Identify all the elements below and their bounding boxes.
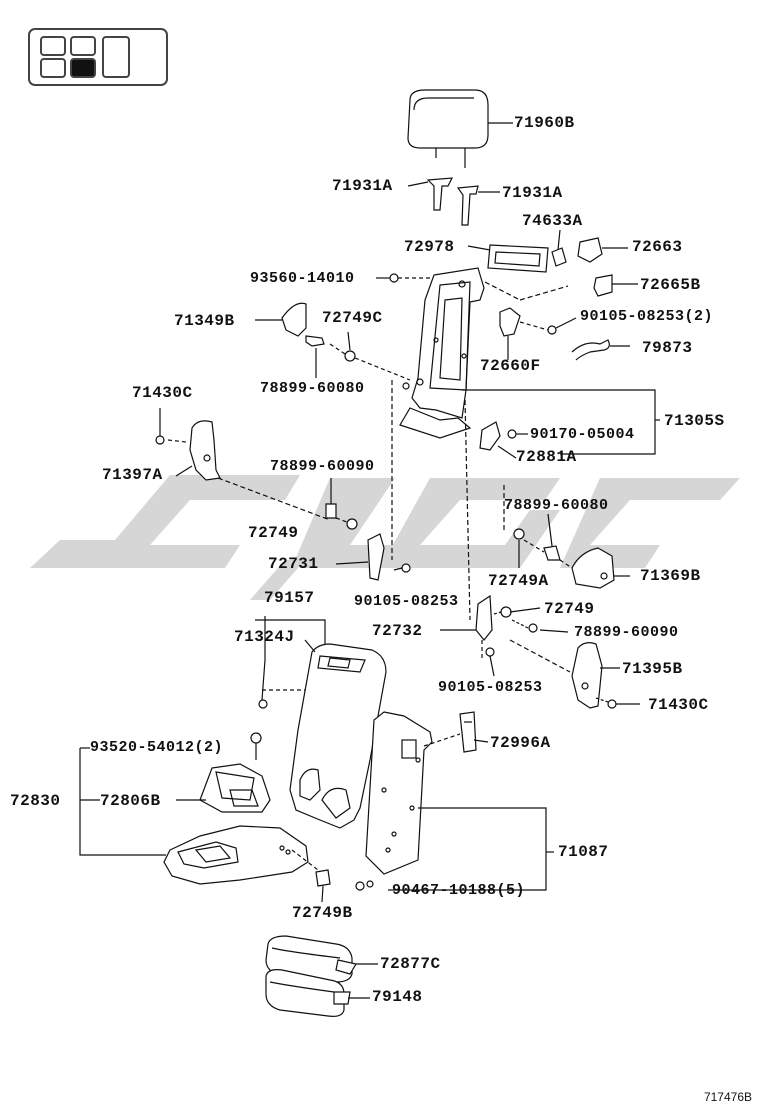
label-72996a[interactable]: 72996A bbox=[490, 734, 551, 752]
seatback-board-71324-shape bbox=[289, 643, 387, 829]
label-72663[interactable]: 72663 bbox=[632, 238, 683, 256]
label-72749c[interactable]: 72749C bbox=[322, 309, 383, 327]
label-72660f[interactable]: 72660F bbox=[480, 357, 541, 375]
headrest-shape bbox=[407, 89, 489, 149]
label-72749-left[interactable]: 72749 bbox=[248, 524, 299, 542]
label-90105-08253-2[interactable]: 90105-08253(2) bbox=[580, 308, 714, 325]
bracket-72731-shape bbox=[367, 533, 385, 581]
label-72978[interactable]: 72978 bbox=[404, 238, 455, 256]
cover-71349-shape bbox=[281, 302, 307, 337]
label-71960b[interactable]: 71960B bbox=[514, 114, 575, 132]
label-71931a-left[interactable]: 71931A bbox=[332, 177, 393, 195]
label-90105-08253-mid[interactable]: 90105-08253 bbox=[354, 593, 459, 610]
label-72749-right[interactable]: 72749 bbox=[544, 600, 595, 618]
label-72806b[interactable]: 72806B bbox=[100, 792, 161, 810]
label-74633a[interactable]: 74633A bbox=[522, 212, 583, 230]
label-93560-14010[interactable]: 93560-14010 bbox=[250, 270, 355, 287]
label-72749a[interactable]: 72749A bbox=[488, 572, 549, 590]
figure-number: 717476B bbox=[703, 1090, 752, 1104]
label-90467-10188-5[interactable]: 90467-10188(5) bbox=[392, 882, 526, 899]
seat-cell-rear-left bbox=[40, 58, 66, 78]
cover-71397-shape bbox=[189, 420, 221, 481]
label-72881a[interactable]: 72881A bbox=[516, 448, 577, 466]
back-board-71087-shape bbox=[365, 711, 433, 875]
label-71305s[interactable]: 71305S bbox=[664, 412, 725, 430]
seatback-frame-shape bbox=[411, 267, 485, 419]
seat-cell-front-mid bbox=[70, 36, 96, 56]
label-71931a-right[interactable]: 71931A bbox=[502, 184, 563, 202]
label-72830[interactable]: 72830 bbox=[10, 792, 61, 810]
label-71087[interactable]: 71087 bbox=[558, 843, 609, 861]
cover-71369-shape bbox=[571, 547, 615, 589]
label-72731[interactable]: 72731 bbox=[268, 555, 319, 573]
label-90105-08253-low[interactable]: 90105-08253 bbox=[438, 679, 543, 696]
label-79148[interactable]: 79148 bbox=[372, 988, 423, 1006]
label-71369b[interactable]: 71369B bbox=[640, 567, 701, 585]
seat-cell-front-left bbox=[40, 36, 66, 56]
label-78899-60090-right[interactable]: 78899-60090 bbox=[574, 624, 679, 641]
label-79873[interactable]: 79873 bbox=[642, 339, 693, 357]
cupholder-72806-shape bbox=[199, 763, 271, 813]
armrest-assy-72830-shape bbox=[163, 825, 309, 885]
label-72665b[interactable]: 72665B bbox=[640, 276, 701, 294]
label-78899-60090-left[interactable]: 78899-60090 bbox=[270, 458, 375, 475]
guide-left-shape bbox=[426, 177, 454, 211]
label-71324j[interactable]: 71324J bbox=[234, 628, 295, 646]
label-71397a[interactable]: 71397A bbox=[102, 466, 163, 484]
label-71395b[interactable]: 71395B bbox=[622, 660, 683, 678]
cover-71395-shape bbox=[571, 642, 603, 709]
label-78899-60080-top[interactable]: 78899-60080 bbox=[260, 380, 365, 397]
label-71430c-left[interactable]: 71430C bbox=[132, 384, 193, 402]
label-72732[interactable]: 72732 bbox=[372, 622, 423, 640]
seat-cell-right bbox=[102, 36, 130, 78]
bracket-72732-shape bbox=[475, 594, 493, 641]
label-93520-54012-2[interactable]: 93520-54012(2) bbox=[90, 739, 224, 756]
label-72877c[interactable]: 72877C bbox=[380, 955, 441, 973]
watermark-logo bbox=[30, 475, 740, 600]
label-71349b[interactable]: 71349B bbox=[174, 312, 235, 330]
label-90170-05004[interactable]: 90170-05004 bbox=[530, 426, 635, 443]
label-79157[interactable]: 79157 bbox=[264, 589, 315, 607]
label-78899-60080-right[interactable]: 78899-60080 bbox=[504, 497, 609, 514]
label-72749b[interactable]: 72749B bbox=[292, 904, 353, 922]
seat-position-indicator bbox=[28, 28, 168, 86]
label-71430c-right[interactable]: 71430C bbox=[648, 696, 709, 714]
seat-cell-rear-mid bbox=[70, 58, 96, 78]
armrest-pad-79148-shape bbox=[265, 969, 345, 1017]
guide-right-shape bbox=[456, 185, 479, 226]
